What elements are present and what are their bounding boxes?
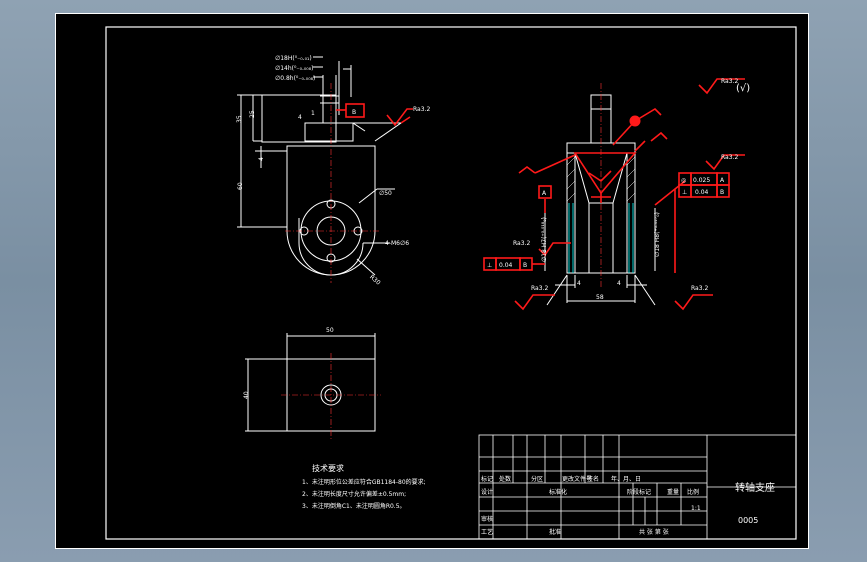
roughness-top-label: Ra3.2 (721, 78, 738, 85)
tech-item-3: 3、未注明倒角C1、未注明圆角R0.5。 (302, 502, 406, 510)
dim-left-body: 60 (237, 182, 244, 190)
dim-bottom-total: 58 (596, 294, 604, 301)
tb-scale: 1:1 (691, 505, 701, 512)
datum-b-left-label: B (352, 109, 356, 116)
fit-label-2: ∅14h(⁰₋₀.₀₀₈) (275, 65, 313, 72)
tb-standardize: 标准化 (549, 488, 567, 496)
tb-label-count: 处数 (499, 475, 511, 483)
tb-review: 审核 (481, 515, 493, 523)
dim-top-small: 4 (298, 114, 302, 121)
roughness-symbol-other: (√) (736, 83, 750, 94)
roughness-bottom-l: Ra3.2 (531, 285, 548, 292)
tb-stage-mark: 阶段标记 (627, 488, 651, 496)
dim-circle: ∅50 (379, 190, 392, 197)
dim-r: R30 (368, 274, 382, 287)
engineering-drawing: ∅18H(⁰₋₀.₀₁) ∅14h(⁰₋₀.₀₀₈) ∅0.8h(⁰₋₀.₀₀₈… (55, 13, 809, 549)
datum-a (538, 185, 552, 199)
roughness-bottom-r: Ra3.2 (691, 285, 708, 292)
tb-drawing-number: 0005 (738, 516, 758, 525)
tb-label-sign: 签名 (587, 475, 599, 483)
bottom-view (245, 333, 381, 439)
dim-left-mid: 25 (249, 110, 256, 118)
inner-border (105, 26, 797, 540)
dim-bottom-r: 4 (617, 280, 621, 287)
dim-holes: 4-M6∅6 (385, 240, 409, 247)
right-view-red-marks (514, 78, 745, 311)
tb-label-mark: 标记 (481, 475, 493, 483)
tech-item-1: 1、未注明形位公差应符合GB1184-80的要求; (302, 478, 426, 486)
tb-label-date: 年、月、日 (611, 475, 641, 483)
tb-approve: 批准 (549, 528, 561, 536)
datum-a-label: A (542, 190, 547, 197)
tol-right-r2-value: 0.04 (695, 189, 709, 196)
tech-heading: 技术要求 (312, 463, 344, 473)
tb-weight: 重量 (667, 488, 679, 496)
tol-right-r2-symbol: ⊥ (682, 189, 687, 196)
dim-height: 40 (243, 391, 250, 399)
tech-item-2: 2、未注明长度尺寸允许偏差±0.5mm; (302, 490, 406, 498)
roughness-left-label: Ra3.2 (413, 106, 430, 113)
left-view (237, 56, 403, 283)
dim-width: 50 (326, 327, 334, 334)
tb-design: 设计 (481, 488, 493, 496)
tolerance-frame-right (678, 172, 730, 198)
dim-small: 4 (258, 157, 265, 161)
tol-right-r1-symbol: ◎ (681, 177, 686, 184)
tb-title: 转轴支座 (735, 481, 775, 494)
dim-bore-right: ∅18 H8(⁺⁰·⁰²⁷₀) (654, 212, 661, 257)
roughness-symbol-left (386, 108, 413, 127)
roughness-right-label: Ra3.2 (721, 154, 738, 161)
fit-label-3: ∅0.8h(⁰₋₀.₀₀₈) (275, 75, 315, 82)
cad-viewport[interactable]: ∅18H(⁰₋₀.₀₁) ∅14h(⁰₋₀.₀₀₈) ∅0.8h(⁰₋₀.₀₀₈… (55, 13, 809, 549)
tol-left-symbol: ⊥ (487, 262, 492, 269)
outer-border (55, 13, 809, 549)
dim-left-top: 35 (236, 115, 243, 123)
right-view (544, 83, 656, 306)
dim-mid-small: 1 (311, 110, 315, 117)
fit-label-1: ∅18H(⁰₋₀.₀₁) (275, 55, 312, 62)
tb-label-zone: 分区 (531, 475, 543, 483)
tol-right-r1-datum: A (720, 177, 725, 184)
title-block-grid (478, 434, 797, 540)
tb-process: 工艺 (481, 528, 493, 536)
tolerance-frame-left (483, 257, 545, 271)
tol-right-r1-value: 0.025 (693, 177, 710, 184)
tol-left-value: 0.04 (499, 262, 513, 269)
roughness-left-label-r: Ra3.2 (513, 240, 530, 247)
dim-bottom-l: 4 (577, 280, 581, 287)
tb-label-change: 更改文件号 (562, 475, 592, 483)
tol-left-datum: B (523, 262, 527, 269)
tb-sheets: 共 张 第 张 (639, 528, 669, 536)
dim-bore-left: ∅18 H7(⁺⁰·⁰¹⁸₀) (541, 217, 548, 262)
tol-right-r2-datum: B (720, 189, 724, 196)
tb-scale-label: 比例 (687, 488, 699, 496)
